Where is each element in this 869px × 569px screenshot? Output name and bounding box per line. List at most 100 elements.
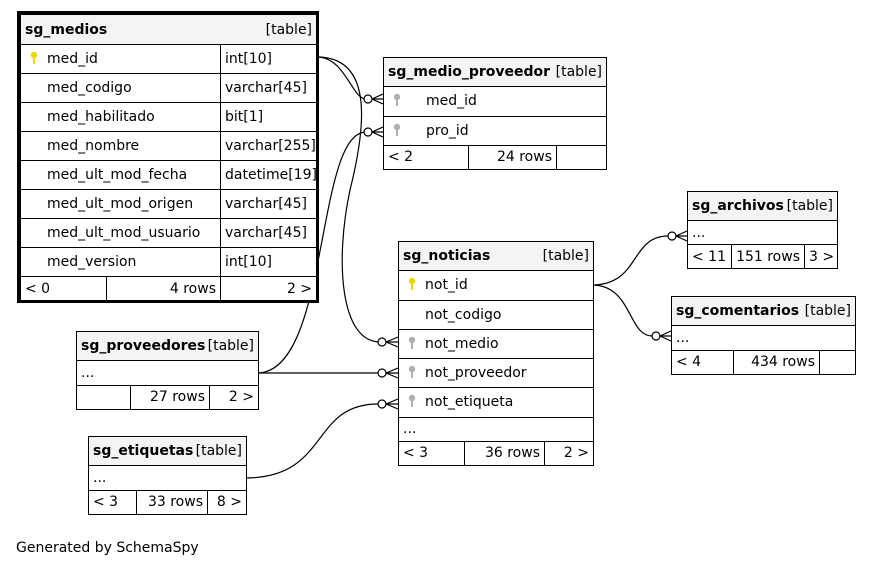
parents-count[interactable]: < 3 bbox=[88, 489, 137, 516]
table-header: sg_archivos [table] bbox=[686, 191, 839, 221]
foreign-key-icon bbox=[390, 93, 404, 109]
column-row[interactable]: med_nombre varchar[255] bbox=[20, 131, 318, 161]
table-type: [table] bbox=[542, 248, 590, 265]
column-row[interactable]: not_proveedor bbox=[397, 357, 595, 389]
table-sg-medio-proveedor[interactable]: sg_medio_proveedor [table] med_id pro_id… bbox=[382, 56, 608, 171]
table-name: sg_medios bbox=[25, 21, 108, 38]
column-row[interactable]: pro_id bbox=[382, 115, 608, 146]
edge-medios-noticias bbox=[316, 56, 381, 343]
edge-etiquetas-noticias bbox=[244, 403, 379, 479]
marker-noticias-notetiqueta bbox=[377, 398, 399, 410]
table-name: sg_comentarios bbox=[676, 303, 800, 320]
column-row[interactable]: med_id bbox=[382, 86, 608, 117]
table-name: sg_archivos bbox=[692, 198, 784, 214]
column-row[interactable]: med_ult_mod_fecha datetime[19] bbox=[20, 160, 318, 190]
children-count[interactable]: 3 > bbox=[803, 244, 839, 269]
parents-count[interactable]: < 4 bbox=[671, 349, 734, 376]
edge-medios-medioproveedor bbox=[316, 56, 367, 100]
table-footer: < 11 151 rows 3 > bbox=[687, 244, 839, 269]
parents-count[interactable]: < 3 bbox=[398, 440, 465, 467]
marker-archivos bbox=[667, 230, 688, 242]
columns-collapsed[interactable]: ... bbox=[397, 416, 595, 442]
table-header: sg_medio_proveedor [table] bbox=[382, 56, 608, 88]
children-count[interactable]: 2 > bbox=[219, 276, 318, 301]
column-type: int[10] bbox=[219, 44, 318, 74]
children-count[interactable]: 2 > bbox=[208, 384, 260, 411]
column-row[interactable]: not_etiqueta bbox=[397, 387, 595, 418]
marker-comentarios bbox=[651, 330, 672, 342]
table-sg-etiquetas[interactable]: sg_etiquetas [table] ... < 3 33 rows 8 > bbox=[87, 435, 248, 516]
table-type: [table] bbox=[195, 443, 243, 460]
column-row[interactable]: med_ult_mod_origen varchar[45] bbox=[20, 189, 318, 219]
row-count: 33 rows bbox=[136, 489, 208, 516]
marker-medioproveedor-medid bbox=[363, 93, 384, 105]
column-type: int[10] bbox=[219, 247, 318, 277]
column-type: bit[1] bbox=[219, 102, 318, 132]
table-name: sg_proveedores bbox=[81, 338, 206, 355]
column-row[interactable]: med_habilitado bit[1] bbox=[20, 102, 318, 132]
row-count: 36 rows bbox=[464, 440, 545, 467]
columns-collapsed[interactable]: ... bbox=[87, 465, 248, 491]
column-type: varchar[45] bbox=[219, 189, 318, 219]
foreign-key-icon bbox=[405, 394, 419, 410]
column-name: med_ult_mod_usuario bbox=[47, 225, 201, 241]
column-row[interactable]: not_codigo bbox=[397, 299, 595, 330]
column-name: not_medio bbox=[425, 335, 499, 352]
generated-by-text: Generated by SchemaSpy bbox=[16, 540, 199, 556]
parents-count[interactable]: < 0 bbox=[20, 276, 107, 301]
edge-noticias-comentarios bbox=[591, 284, 653, 337]
row-count: 27 rows bbox=[130, 384, 210, 411]
parents-count[interactable] bbox=[76, 384, 131, 411]
column-row[interactable]: med_codigo varchar[45] bbox=[20, 73, 318, 103]
edge-noticias-archivos bbox=[591, 235, 669, 286]
table-footer: 27 rows 2 > bbox=[76, 384, 260, 411]
foreign-key-icon bbox=[390, 123, 404, 139]
column-type: datetime[19] bbox=[219, 160, 318, 190]
table-header: sg_etiquetas [table] bbox=[87, 435, 248, 467]
row-count: 24 rows bbox=[468, 144, 557, 171]
column-name: med_id bbox=[47, 51, 98, 67]
column-name: not_id bbox=[425, 277, 468, 294]
column-row[interactable]: not_medio bbox=[397, 328, 595, 360]
table-sg-archivos[interactable]: sg_archivos [table] ... < 11 151 rows 3 … bbox=[686, 191, 839, 269]
column-name: med_ult_mod_origen bbox=[47, 196, 194, 212]
column-name: med_version bbox=[47, 254, 137, 270]
table-type: [table] bbox=[786, 198, 834, 214]
table-name: sg_etiquetas bbox=[93, 443, 194, 460]
primary-key-icon bbox=[405, 277, 419, 293]
table-header: sg_medios [table] bbox=[19, 14, 318, 45]
row-count: 434 rows bbox=[733, 349, 820, 376]
table-name: sg_noticias bbox=[403, 248, 491, 265]
table-sg-medios[interactable]: sg_medios [table] med_id int[10] med_cod… bbox=[17, 11, 319, 303]
table-header: sg_comentarios [table] bbox=[670, 295, 857, 327]
table-footer: < 2 24 rows bbox=[383, 144, 608, 171]
columns-collapsed[interactable]: ... bbox=[75, 360, 260, 386]
children-count[interactable]: 2 > bbox=[543, 440, 595, 467]
table-type: [table] bbox=[804, 303, 852, 320]
column-row[interactable]: med_version int[10] bbox=[20, 247, 318, 277]
column-row[interactable]: med_id int[10] bbox=[20, 44, 318, 74]
children-count[interactable]: 8 > bbox=[206, 489, 248, 516]
columns-collapsed[interactable]: ... bbox=[686, 220, 839, 245]
table-sg-noticias[interactable]: sg_noticias [table] not_id not_codigo no… bbox=[397, 240, 595, 467]
table-sg-comentarios[interactable]: sg_comentarios [table] ... < 4 434 rows bbox=[670, 295, 857, 376]
column-row[interactable]: med_ult_mod_usuario varchar[45] bbox=[20, 218, 318, 248]
columns-collapsed[interactable]: ... bbox=[670, 325, 857, 351]
column-row[interactable]: not_id bbox=[397, 270, 595, 301]
table-sg-proveedores[interactable]: sg_proveedores [table] ... 27 rows 2 > bbox=[75, 330, 260, 411]
table-type: [table] bbox=[555, 64, 603, 81]
table-footer: < 0 4 rows 2 > bbox=[20, 276, 318, 301]
parents-count[interactable]: < 11 bbox=[687, 244, 732, 269]
column-name: med_habilitado bbox=[47, 109, 155, 125]
table-header: sg_noticias [table] bbox=[397, 240, 595, 272]
column-type: varchar[255] bbox=[219, 131, 318, 161]
primary-key-icon bbox=[27, 51, 41, 67]
parents-count[interactable]: < 2 bbox=[383, 144, 469, 171]
marker-noticias-notmedio bbox=[377, 336, 399, 348]
column-name: not_etiqueta bbox=[425, 394, 514, 411]
column-type: varchar[45] bbox=[219, 73, 318, 103]
children-count[interactable] bbox=[818, 349, 857, 376]
column-name: med_id bbox=[426, 93, 477, 110]
table-type: [table] bbox=[207, 338, 255, 355]
children-count[interactable] bbox=[555, 144, 608, 171]
